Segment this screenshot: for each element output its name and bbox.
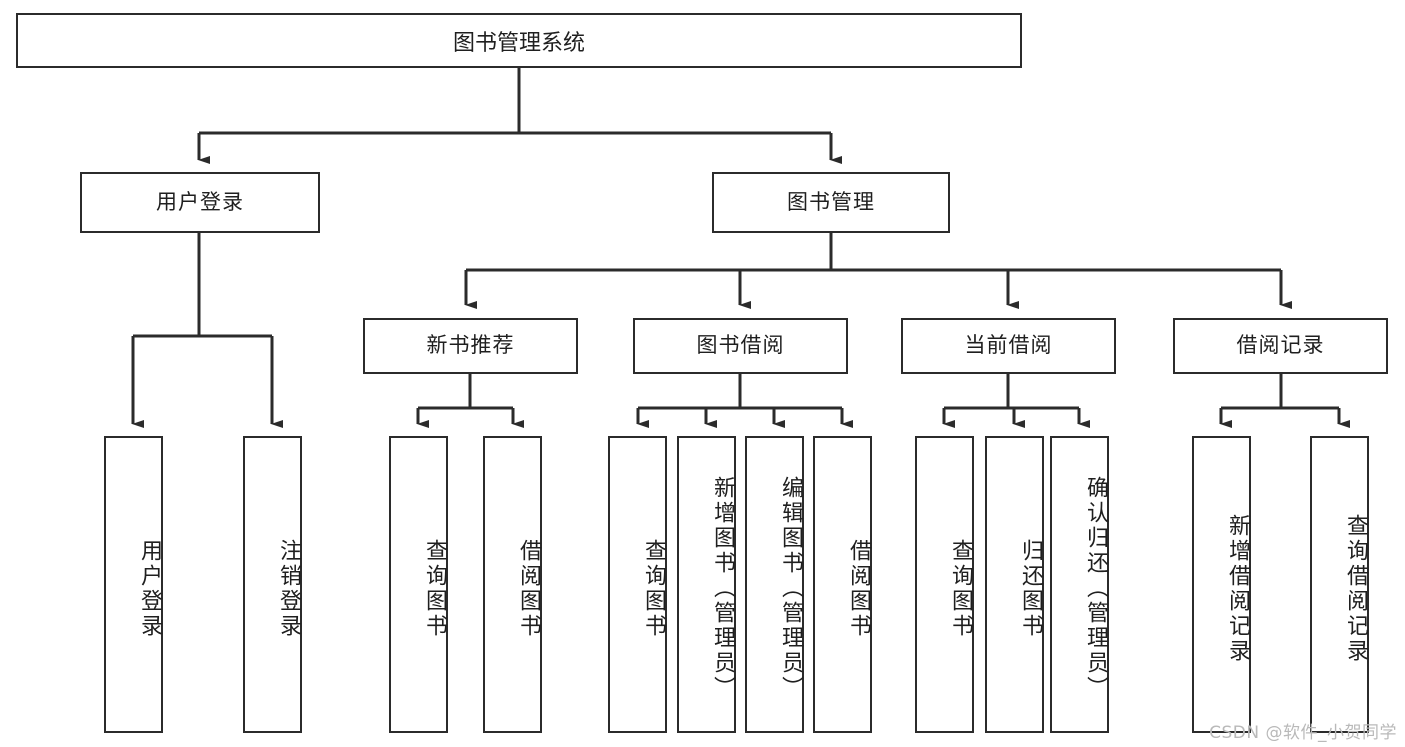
leaf-label: 新增借阅记录 xyxy=(1225,513,1250,664)
leaf-label: 借阅图书 xyxy=(846,538,871,639)
leaf-current-borrow-query[interactable]: 查询图书 xyxy=(915,436,974,733)
leaf-book-borrow-borrow[interactable]: 借阅图书 xyxy=(813,436,872,733)
leaf-book-borrow-edit[interactable]: 编辑图书（管理员） xyxy=(745,436,804,733)
leaf-borrow-record-add[interactable]: 新增借阅记录 xyxy=(1192,436,1251,733)
leaf-user-login-login[interactable]: 用户登录 xyxy=(104,436,163,733)
leaf-label: 注销登录 xyxy=(276,538,301,639)
node-user-login[interactable]: 用户登录 xyxy=(80,172,320,233)
leaf-label: 归还图书 xyxy=(1018,538,1043,639)
leaf-label: 确认归还（管理员） xyxy=(1083,476,1108,701)
leaf-borrow-record-query[interactable]: 查询借阅记录 xyxy=(1310,436,1369,733)
leaf-label: 借阅图书 xyxy=(516,538,541,639)
node-new-book-recommend[interactable]: 新书推荐 xyxy=(363,318,578,374)
leaf-label: 新增图书（管理员） xyxy=(710,476,735,701)
leaf-new-book-borrow[interactable]: 借阅图书 xyxy=(483,436,542,733)
csdn-watermark: CSDN @软件_小贺同学 xyxy=(1209,723,1397,743)
leaf-new-book-query[interactable]: 查询图书 xyxy=(389,436,448,733)
node-borrow-record[interactable]: 借阅记录 xyxy=(1173,318,1388,374)
leaf-label: 用户登录 xyxy=(137,538,162,639)
leaf-label: 查询借阅记录 xyxy=(1343,513,1368,664)
leaf-current-borrow-confirm-return[interactable]: 确认归还（管理员） xyxy=(1050,436,1109,733)
leaf-book-borrow-query[interactable]: 查询图书 xyxy=(608,436,667,733)
node-current-borrow[interactable]: 当前借阅 xyxy=(901,318,1116,374)
node-root-system[interactable]: 图书管理系统 xyxy=(16,13,1022,68)
node-book-borrow[interactable]: 图书借阅 xyxy=(633,318,848,374)
leaf-current-borrow-return[interactable]: 归还图书 xyxy=(985,436,1044,733)
leaf-label: 查询图书 xyxy=(948,538,973,639)
leaf-user-login-logout[interactable]: 注销登录 xyxy=(243,436,302,733)
leaf-label: 编辑图书（管理员） xyxy=(778,476,803,701)
leaf-book-borrow-add[interactable]: 新增图书（管理员） xyxy=(677,436,736,733)
leaf-label: 查询图书 xyxy=(641,538,666,639)
node-book-management[interactable]: 图书管理 xyxy=(712,172,950,233)
leaf-label: 查询图书 xyxy=(422,538,447,639)
